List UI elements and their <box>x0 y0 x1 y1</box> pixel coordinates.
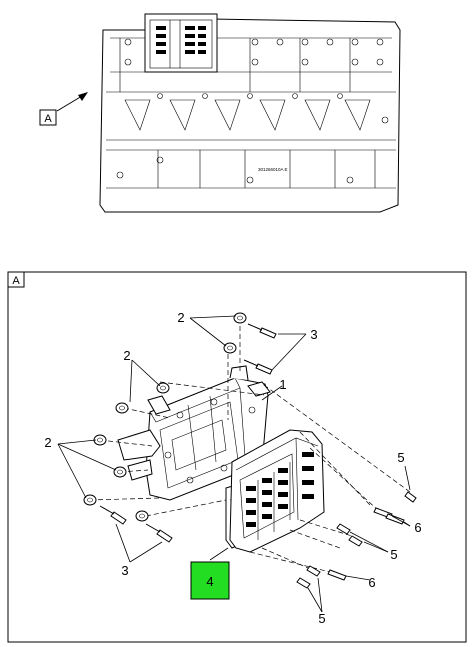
callout-2-mid: 2 <box>123 348 130 363</box>
overview-arrowhead <box>78 92 88 101</box>
engine-stamp: 301266010A E <box>258 167 288 172</box>
callout-5-bottom: 5 <box>318 611 325 626</box>
assembly-guides <box>89 318 411 573</box>
callout-6-top: 6 <box>414 520 421 535</box>
callout-6-bottom: 6 <box>368 575 375 590</box>
detail-frame-label: A <box>12 275 20 287</box>
callout-labels: 1 2 2 2 3 3 5 5 5 6 6 <box>44 310 421 626</box>
leader-lines <box>57 315 411 613</box>
detail-frame-label-box <box>7 271 25 288</box>
callout-3-top: 3 <box>310 327 317 342</box>
overview-callout-label: A <box>44 113 52 125</box>
callout-2-top: 2 <box>177 310 184 325</box>
control-module <box>229 429 325 553</box>
callout-5-top: 5 <box>397 450 404 465</box>
bolts <box>99 323 417 589</box>
overview-callout-box <box>39 109 57 126</box>
callout-3-bottom: 3 <box>121 563 128 578</box>
detail-frame <box>7 271 467 643</box>
callout-4-highlight[interactable] <box>190 561 230 600</box>
engine-overview: 301266010A E <box>99 13 401 213</box>
spacers <box>83 312 247 522</box>
callout-5-mid: 5 <box>390 547 397 562</box>
callout-2-left: 2 <box>44 435 51 450</box>
overview-arrow <box>56 95 83 112</box>
callout-4: 4 <box>206 574 213 589</box>
callout-1: 1 <box>279 377 286 392</box>
